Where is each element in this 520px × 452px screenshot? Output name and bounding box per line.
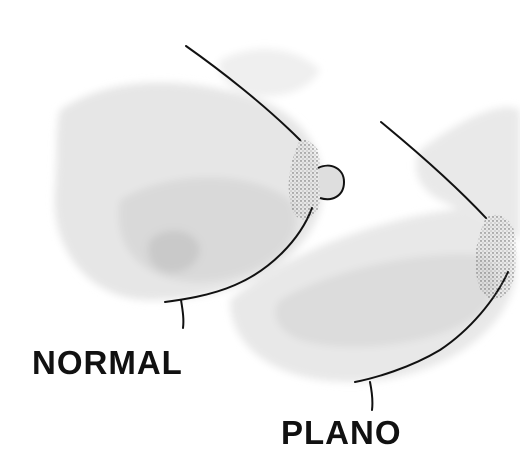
plano-label: PLANO xyxy=(281,414,402,452)
normal-label: NORMAL xyxy=(32,344,183,382)
background-shading xyxy=(55,49,520,382)
normal-nipple xyxy=(318,166,344,200)
